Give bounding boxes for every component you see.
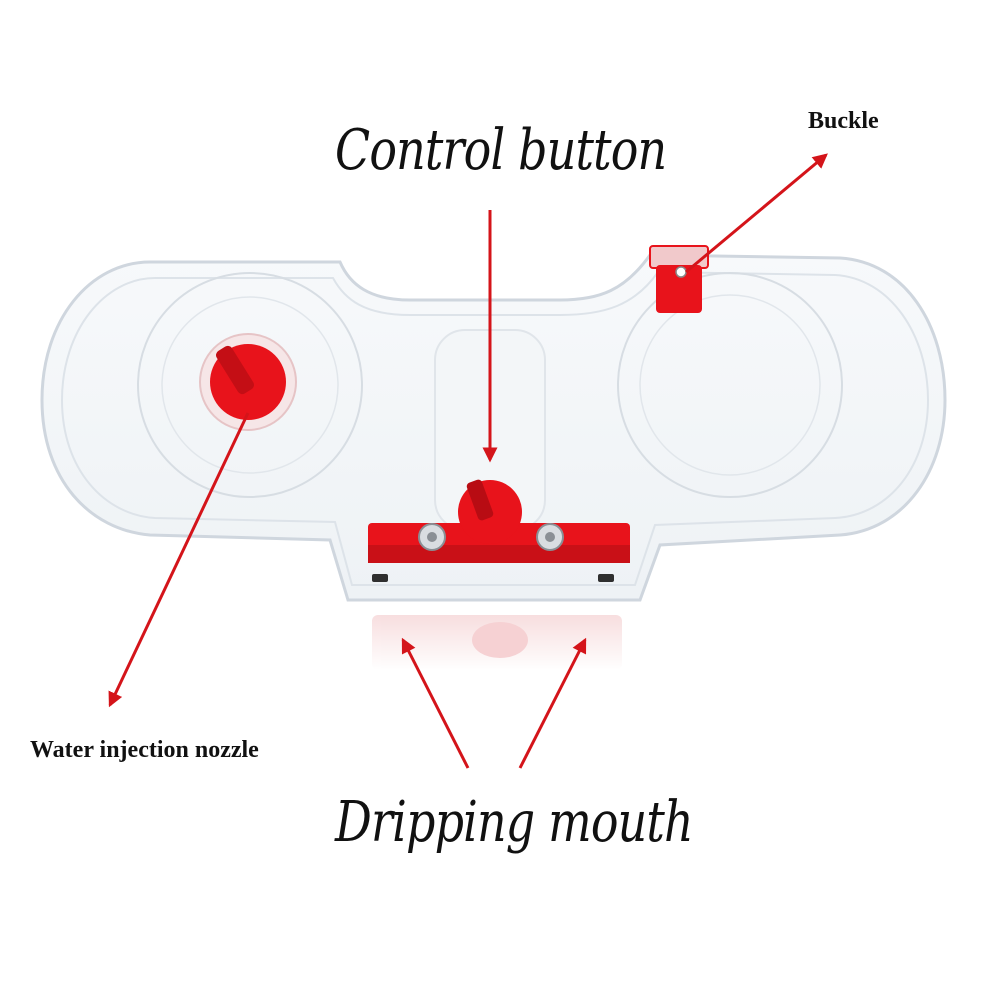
dripping-mouth-arrow-right — [518, 637, 587, 769]
buckle-label: Buckle — [808, 108, 879, 134]
dripping-mouth-label: Dripping mouth — [335, 790, 694, 855]
reflection — [372, 615, 622, 670]
water-injection-nozzle-label: Water injection nozzle — [30, 737, 259, 763]
control-button-label: Control button — [335, 118, 667, 183]
control-button — [368, 479, 630, 582]
water-injection-nozzle-arrow — [108, 412, 250, 708]
buckle-arrow — [685, 153, 828, 274]
buckle — [649, 245, 709, 313]
water-injection-nozzle — [199, 333, 297, 431]
dripping-mouth-arrow-left — [401, 637, 470, 769]
